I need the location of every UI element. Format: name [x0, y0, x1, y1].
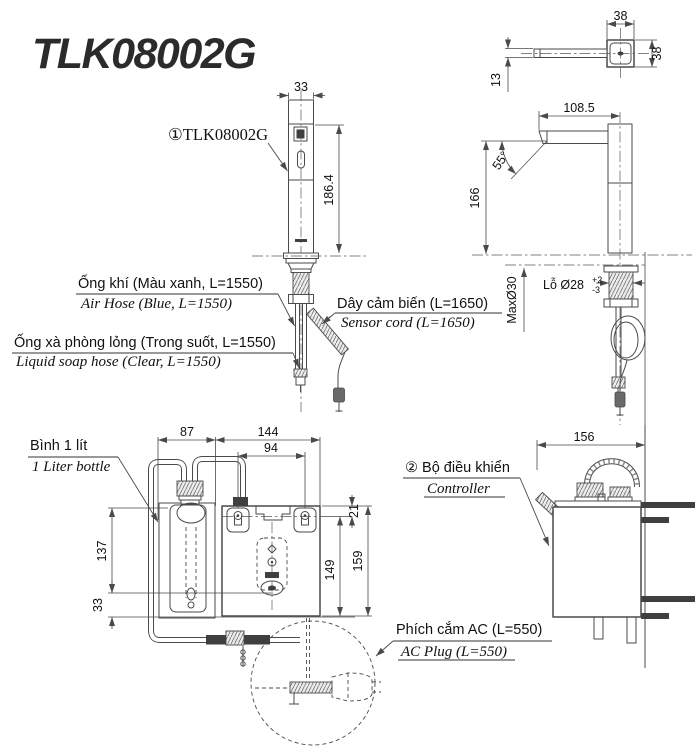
base-assembly	[283, 252, 319, 304]
dim-spout-angle: 55°	[481, 140, 548, 180]
dim-bottle-offset-value: 87	[180, 425, 194, 439]
controller-box-side	[552, 506, 642, 618]
faucet-front-view: 33 186.4 ①TLK08002G	[168, 80, 368, 412]
center-bracket	[255, 506, 291, 521]
dim-bottle-height-value: 137	[95, 541, 109, 562]
dim-bottom-offset: 33	[91, 581, 355, 629]
sensor-cord-callout: Dây cảm biến (L=1650) Sensor cord (L=165…	[321, 296, 502, 331]
faucet-part-label: ①TLK08002G	[168, 125, 268, 144]
soap-hose-label-vi: Ống xà phòng lỏng (Trong suốt, L=1550)	[14, 333, 276, 351]
controller-label-vi: ② Bộ điều khiển	[405, 460, 510, 476]
dim-spout-thickness: 13	[489, 37, 533, 92]
bottle	[169, 480, 207, 613]
indicator-slot	[297, 150, 305, 169]
controller-side-view: 156 ② Bộ điều khiển Controller	[403, 425, 695, 668]
ac-cord	[306, 618, 310, 678]
access-panel	[256, 537, 288, 591]
dim-mount-pitch: 94	[237, 441, 306, 508]
mount-pins	[641, 502, 695, 619]
dim-controller-width: 144	[215, 425, 320, 443]
dim-mount-pitch-value: 94	[264, 441, 278, 455]
soap-hose-label-en: Liquid soap hose (Clear, L=1550)	[15, 354, 221, 370]
dim-spout-reach-value: 108.5	[563, 101, 594, 115]
faucet-top-view: 38 38 13	[489, 9, 664, 92]
bottle-callout: Bình 1 lít 1 Liter bottle	[28, 438, 159, 523]
dim-max-deck-value: MaxØ30	[505, 276, 519, 323]
faucet-part-callout: ①TLK08002G	[168, 125, 288, 172]
dim-bottle-offset: 87	[157, 425, 321, 520]
detail-circle	[250, 620, 376, 746]
hose-inlet-fitting	[233, 497, 248, 506]
faucet-side-spout	[538, 130, 609, 144]
dim-spout-height: 166	[468, 141, 489, 254]
page-title: TLK08002G	[32, 30, 256, 78]
dim-hole-value: Lỗ Ø28	[543, 277, 584, 292]
dim-mount-top: 21	[320, 495, 372, 528]
dim-controller-depth: 156	[536, 430, 645, 470]
bottle-label-vi: Bình 1 lít	[30, 438, 87, 454]
bottom-hose-fitting	[206, 630, 270, 667]
ac-plug-label-vi: Phích cắm AC (L=550)	[396, 621, 542, 638]
dim-bottom-offset-value: 33	[91, 598, 105, 612]
dim-spout-height-value: 166	[468, 188, 482, 209]
dim-front-width-value: 33	[294, 80, 308, 94]
bottle-label-en: 1 Liter bottle	[32, 459, 111, 475]
controller-callout: ② Bộ điều khiển Controller	[403, 460, 550, 547]
dim-spout-thickness-value: 13	[489, 73, 503, 87]
ac-plug-detail: Phích cắm AC (L=550) AC Plug (L=550)	[250, 618, 552, 746]
controller-box	[221, 505, 321, 617]
dim-spout-reach: 108.5	[538, 101, 620, 130]
dim-front-height-value: 186.4	[322, 174, 336, 205]
dim-top-width: 38	[606, 9, 635, 39]
sensor-window	[293, 126, 308, 142]
dim-top-depth-value: 38	[650, 47, 664, 61]
air-hose-label-vi: Ống khí (Màu xanh, L=1550)	[78, 274, 263, 292]
dim-bottle-height: 137	[95, 507, 273, 594]
controller-label-en: Controller	[427, 481, 490, 497]
dim-controller-height-value: 159	[351, 551, 365, 572]
ac-plug-shape	[289, 672, 381, 705]
dim-mount-height: 149	[323, 516, 343, 616]
dim-hole-tol-plus: +2	[592, 275, 602, 285]
sensor-cord-label-en: Sensor cord (L=1650)	[341, 315, 475, 331]
side-base-assembly	[603, 265, 639, 395]
dim-controller-height: 159	[322, 506, 372, 617]
dim-top-width-value: 38	[614, 9, 628, 23]
air-hose-callout: Ống khí (Màu xanh, L=1550) Air Hose (Blu…	[76, 274, 295, 327]
dim-top-depth: 38	[635, 39, 664, 68]
dim-max-deck: MaxØ30	[505, 268, 527, 332]
counter-lines	[472, 254, 692, 266]
dim-front-width: 33	[277, 80, 325, 99]
soap-hose-callout: Ống xà phòng lỏng (Trong suốt, L=1550) L…	[12, 333, 300, 370]
faucet-side-view: 108.5 55° 166	[468, 101, 692, 425]
dim-mount-top-value: 21	[347, 504, 361, 518]
controller-front-view: 87 144 94 21 159 149 137	[28, 425, 372, 667]
ac-plug-label-en: AC Plug (L=550)	[400, 644, 507, 660]
box-legs	[593, 616, 637, 644]
dim-controller-width-value: 144	[258, 425, 279, 439]
air-hose-label-en: Air Hose (Blue, L=1550)	[80, 296, 232, 312]
dim-front-height: 186.4	[315, 124, 344, 253]
cord-boot	[289, 681, 333, 694]
supply-hoses	[293, 303, 308, 392]
dim-hole: Lỗ Ø28 +2 -3	[543, 275, 645, 295]
dim-controller-depth-value: 156	[574, 430, 595, 444]
dim-spout-angle-value: 55°	[490, 149, 512, 173]
sensor-cord-label-vi: Dây cảm biến (L=1650)	[337, 296, 488, 312]
ac-plug-callout: Phích cắm AC (L=550) AC Plug (L=550)	[375, 621, 552, 661]
dim-mount-height-value: 149	[323, 560, 337, 581]
dim-hole-tol-minus: -3	[592, 285, 600, 295]
bottle-hoses	[148, 456, 300, 643]
